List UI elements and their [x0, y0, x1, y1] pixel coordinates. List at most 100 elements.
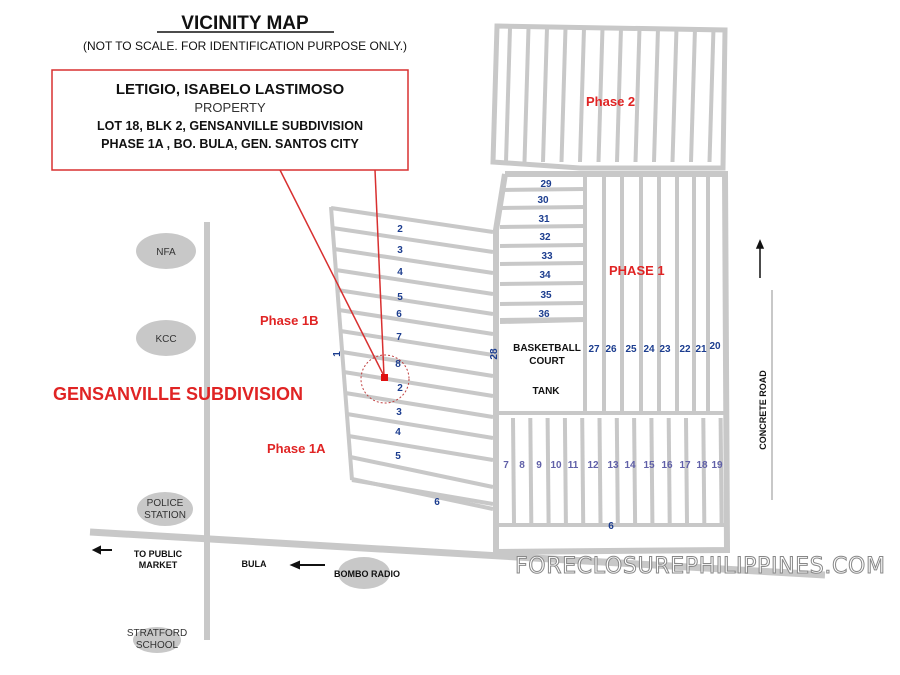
lot-number: 6 — [396, 309, 402, 320]
lot-number: 16 — [661, 460, 673, 471]
lot-boundary — [670, 27, 679, 163]
lot-boundary — [597, 417, 603, 524]
lot-number: 6 — [608, 521, 614, 532]
arrow-left-icon — [289, 560, 325, 570]
lot-boundary — [499, 224, 586, 229]
lot-boundary — [615, 27, 623, 163]
lot-number: 26 — [605, 344, 617, 355]
lot-number: 7 — [503, 460, 509, 471]
phase1a-1b-block — [329, 206, 494, 511]
lot-boundary — [499, 205, 586, 210]
lot-boundary — [338, 308, 494, 336]
police-station-marker — [137, 492, 193, 526]
lot-number: 24 — [643, 344, 655, 355]
lot-boundary — [332, 226, 494, 254]
lot-boundary — [701, 417, 707, 524]
lot-number: 12 — [587, 460, 599, 471]
lot-boundary — [578, 27, 586, 163]
lot-number: 30 — [537, 195, 549, 206]
lot-boundary — [666, 417, 672, 524]
lot-number: 4 — [397, 267, 403, 278]
lot-boundary — [330, 206, 494, 234]
lot-boundary — [345, 391, 494, 419]
property-type: PROPERTY — [194, 100, 266, 115]
lot-number: 2 — [397, 383, 403, 394]
to-public-market-label-2: MARKET — [139, 560, 178, 570]
lot-boundary — [689, 27, 697, 163]
lot-boundary — [522, 27, 531, 163]
lot-boundary — [346, 412, 494, 440]
lot-number: 15 — [643, 460, 655, 471]
lot-number: 29 — [540, 179, 552, 190]
lot-number: 1 — [332, 351, 343, 357]
pointer-line — [279, 169, 385, 377]
lot-boundary — [596, 27, 605, 163]
to-public-market-label-1: TO PUBLIC — [134, 549, 183, 559]
lot-boundary — [499, 301, 586, 306]
lot-boundary — [351, 478, 494, 506]
lot-boundary — [562, 417, 568, 524]
lot-number: 23 — [659, 344, 671, 355]
lot-number: 5 — [397, 292, 403, 303]
basketball-court-label-1: BASKETBALL — [513, 343, 581, 354]
lot-number: 9 — [536, 460, 542, 471]
phase2-label: Phase 2 — [586, 94, 635, 109]
lot-number: 4 — [395, 427, 401, 438]
lot-number: 14 — [624, 460, 636, 471]
bombo-radio-label: BOMBO RADIO — [334, 569, 400, 579]
lot-boundary — [580, 417, 586, 524]
lot-boundary — [499, 261, 586, 266]
lot-boundary — [633, 27, 642, 163]
phase2-block — [490, 23, 728, 171]
lot-boundary — [341, 350, 494, 378]
lot-number: 35 — [540, 290, 552, 301]
phase1-label: PHASE 1 — [609, 263, 665, 278]
map-title: VICINITY MAP — [181, 13, 309, 34]
lot-boundary — [632, 417, 638, 524]
lot-number: 13 — [607, 460, 619, 471]
lot-boundary — [559, 27, 568, 163]
property-callout: LETIGIO, ISABELO LASTIMOSO PROPERTY LOT … — [51, 69, 410, 404]
property-location: PHASE 1A , BO. BULA, GEN. SANTOS CITY — [101, 137, 359, 151]
basketball-court-label-2: COURT — [529, 356, 565, 367]
lot-number: 5 — [395, 451, 401, 462]
phase1-block — [493, 171, 731, 556]
lot-boundary — [335, 268, 494, 296]
lot-boundary — [652, 27, 660, 163]
lot-number: 3 — [397, 245, 403, 256]
lot-number: 31 — [538, 214, 550, 225]
phase2-outline — [490, 23, 728, 171]
lot-boundary — [499, 187, 586, 192]
lot-boundary — [333, 247, 494, 275]
concrete-road-label: CONCRETE ROAD — [758, 370, 768, 450]
lot-boundary — [348, 434, 494, 462]
subdivision-label: GENSANVILLE SUBDIVISION — [53, 384, 303, 404]
lot-number: 6 — [434, 497, 440, 508]
lot-number: 19 — [711, 460, 723, 471]
lot-number: 33 — [541, 251, 553, 262]
lot-boundary — [499, 281, 586, 286]
lot-boundary — [528, 417, 534, 524]
lot-boundary — [504, 27, 512, 163]
landmarks: NFA KCC POLICE STATION BOMBO RADIO STRAT… — [127, 233, 400, 653]
lot-boundary — [343, 370, 494, 398]
lot-number: 18 — [696, 460, 708, 471]
lot-number: 3 — [396, 407, 402, 418]
watermark: FORECLOSUREPHILIPPINES.COM — [515, 554, 885, 579]
pointer-line — [374, 169, 385, 377]
lot-boundary — [329, 206, 354, 481]
lot-boundary — [649, 417, 655, 524]
property-marker — [381, 374, 388, 381]
roads — [89, 222, 826, 640]
lot-number: 8 — [519, 460, 525, 471]
arrow-up-icon — [755, 239, 765, 278]
stratford-label-1: STRATFORD — [127, 628, 187, 639]
arrow-left-icon — [91, 545, 112, 555]
stratford-label-2: SCHOOL — [136, 640, 179, 651]
lot-number: 25 — [625, 344, 637, 355]
lot-boundary — [349, 455, 494, 489]
property-lot: LOT 18, BLK 2, GENSANVILLE SUBDIVISION — [97, 119, 363, 133]
lot-boundary — [340, 329, 494, 357]
